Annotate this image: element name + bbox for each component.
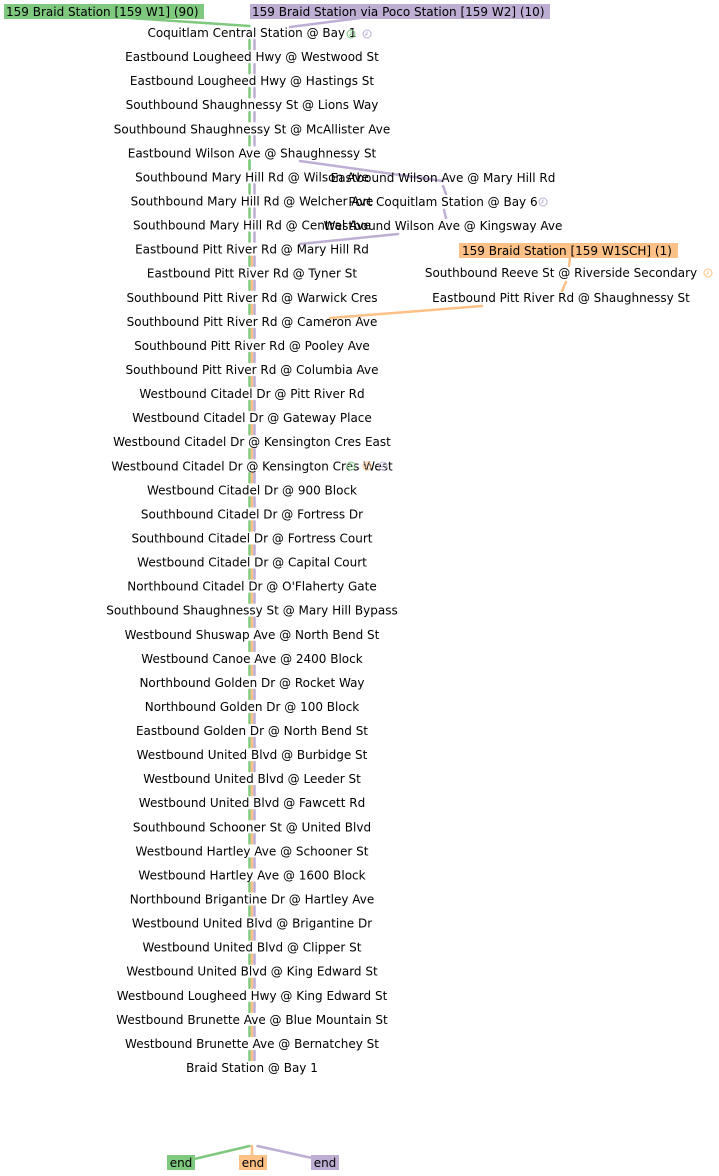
stop-label-31: Westbound United Blvd @ Leeder St xyxy=(143,772,361,786)
end-label-w1sch: end xyxy=(242,1156,265,1170)
route-label-w2: 159 Braid Station via Poco Station [159 … xyxy=(252,5,545,19)
stop-label-6: Southbound Mary Hill Rd @ Wilson Ave xyxy=(135,170,369,184)
stop-label-29: Eastbound Golden Dr @ North Bend St xyxy=(136,724,368,738)
branch-w2-out xyxy=(298,159,445,183)
stop-label-32: Westbound United Blvd @ Fawcett Rd xyxy=(139,796,365,810)
stop-label-28: Northbound Golden Dr @ 100 Block xyxy=(145,700,360,714)
stop-label-27: Northbound Golden Dr @ Rocket Way xyxy=(139,676,364,690)
stop-label-0: Coquitlam Central Station @ Bay 1 xyxy=(147,26,356,40)
connector-w1-header xyxy=(128,16,251,28)
stop-label-23: Northbound Citadel Dr @ O'Flaherty Gate xyxy=(127,580,377,594)
stop-label-39: Westbound United Blvd @ King Edward St xyxy=(126,965,378,979)
connector-w2-end xyxy=(256,1144,314,1160)
stop-label-34: Westbound Hartley Ave @ Schooner St xyxy=(136,844,369,858)
stop-labels: Eastbound Wilson Ave @ Mary Hill Rd Port … xyxy=(106,26,713,1075)
stop-label-11: Southbound Pitt River Rd @ Warwick Cres xyxy=(126,291,377,305)
stop-label-22: Westbound Citadel Dr @ Capital Court xyxy=(137,556,367,570)
stop-label-26: Westbound Canoe Ave @ 2400 Block xyxy=(141,652,362,666)
stop-label-21: Southbound Citadel Dr @ Fortress Court xyxy=(132,531,373,545)
route-box-w1sch xyxy=(459,243,678,258)
stop-label-20: Southbound Citadel Dr @ Fortress Dr xyxy=(141,507,363,521)
stop-label-school-1: Eastbound Pitt River Rd @ Shaughnessy St xyxy=(432,291,690,305)
branch-w2-return xyxy=(298,232,400,246)
stop-label-42: Westbound Brunette Ave @ Bernatchey St xyxy=(125,1037,379,1051)
stop-label-5: Eastbound Wilson Ave @ Shaughnessy St xyxy=(128,146,377,160)
stop-label-36: Northbound Brigantine Dr @ Hartley Ave xyxy=(130,893,375,907)
stop-label-15: Westbound Citadel Dr @ Pitt River Rd xyxy=(139,387,364,401)
stop-label-12: Southbound Pitt River Rd @ Cameron Ave xyxy=(127,315,378,329)
stop-label-24: Southbound Shaughnessy St @ Mary Hill By… xyxy=(106,604,397,618)
stop-label-43: Braid Station @ Bay 1 xyxy=(186,1061,318,1075)
stop-label-40: Westbound Lougheed Hwy @ King Edward St xyxy=(117,989,388,1003)
stop-label-3: Southbound Shaughnessy St @ Lions Way xyxy=(126,98,379,112)
stop-label-14: Southbound Pitt River Rd @ Columbia Ave xyxy=(126,363,379,377)
clock-icon xyxy=(362,461,372,471)
stop-label-17: Westbound Citadel Dr @ Kensington Cres E… xyxy=(113,435,391,449)
clock-icon xyxy=(346,461,356,471)
stop-label-poco-2: Westbound Wilson Ave @ Kingsway Ave xyxy=(324,219,563,233)
clock-icon xyxy=(346,29,356,39)
route-lines xyxy=(128,16,572,1162)
stop-label-13: Southbound Pitt River Rd @ Pooley Ave xyxy=(134,339,370,353)
route-header-boxes: 159 Braid Station [159 W1] (90) 159 Brai… xyxy=(4,4,678,258)
end-box-w2 xyxy=(311,1155,339,1170)
stop-label-18: Westbound Citadel Dr @ Kensington Cres W… xyxy=(111,459,393,473)
stop-label-7: Southbound Mary Hill Rd @ Welcher Ave xyxy=(131,194,374,208)
stop-label-25: Westbound Shuswap Ave @ North Bend St xyxy=(125,628,380,642)
stop-label-19: Westbound Citadel Dr @ 900 Block xyxy=(147,483,357,497)
route-label-w1sch: 159 Braid Station [159 W1SCH] (1) xyxy=(462,244,672,258)
stop-label-8: Southbound Mary Hill Rd @ Central Ave xyxy=(133,219,371,233)
stop-label-4: Southbound Shaughnessy St @ McAllister A… xyxy=(114,122,390,136)
stop-label-30: Westbound United Blvd @ Burbidge St xyxy=(137,748,368,762)
stop-label-2: Eastbound Lougheed Hwy @ Hastings St xyxy=(130,74,374,88)
stop-label-33: Southbound Schooner St @ United Blvd xyxy=(133,820,371,834)
end-box-w1sch xyxy=(239,1155,267,1170)
route-box-w2 xyxy=(250,4,550,19)
stop-label-poco-0: Eastbound Wilson Ave @ Mary Hill Rd xyxy=(331,171,556,185)
clock-icon xyxy=(378,461,388,471)
stop-label-poco-1: Port Coquitlam Station @ Bay 6 xyxy=(348,195,537,209)
branch-w1sch-a xyxy=(567,256,572,268)
route-box-w1 xyxy=(4,4,204,19)
branch-w2-b xyxy=(442,208,448,220)
route-label-w1: 159 Braid Station [159 W1] (90) xyxy=(6,5,199,19)
clock-icon xyxy=(538,197,548,207)
end-label-w2: end xyxy=(314,1156,337,1170)
connector-w2-header xyxy=(288,16,362,29)
end-boxes: end end end xyxy=(167,1155,339,1170)
end-box-w1 xyxy=(167,1155,195,1170)
stop-label-9: Eastbound Pitt River Rd @ Mary Hill Rd xyxy=(135,243,369,257)
stop-label-38: Westbound United Blvd @ Clipper St xyxy=(143,941,362,955)
stop-label-1: Eastbound Lougheed Hwy @ Westwood St xyxy=(125,50,379,64)
stop-label-37: Westbound United Blvd @ Brigantine Dr xyxy=(132,917,372,931)
branch-w2-a xyxy=(441,184,448,196)
clock-icon xyxy=(703,268,713,278)
clock-icon xyxy=(362,29,372,39)
stop-label-35: Westbound Hartley Ave @ 1600 Block xyxy=(138,868,365,882)
stop-label-10: Eastbound Pitt River Rd @ Tyner St xyxy=(147,267,357,281)
stop-label-school-0: Southbound Reeve St @ Riverside Secondar… xyxy=(425,266,697,280)
stop-label-16: Westbound Citadel Dr @ Gateway Place xyxy=(132,411,372,425)
connector-w1-end xyxy=(188,1144,251,1162)
branch-w1sch-return xyxy=(328,304,484,320)
branch-w1sch-b xyxy=(560,280,568,293)
stop-label-41: Westbound Brunette Ave @ Blue Mountain S… xyxy=(116,1013,388,1027)
end-label-w1: end xyxy=(170,1156,193,1170)
